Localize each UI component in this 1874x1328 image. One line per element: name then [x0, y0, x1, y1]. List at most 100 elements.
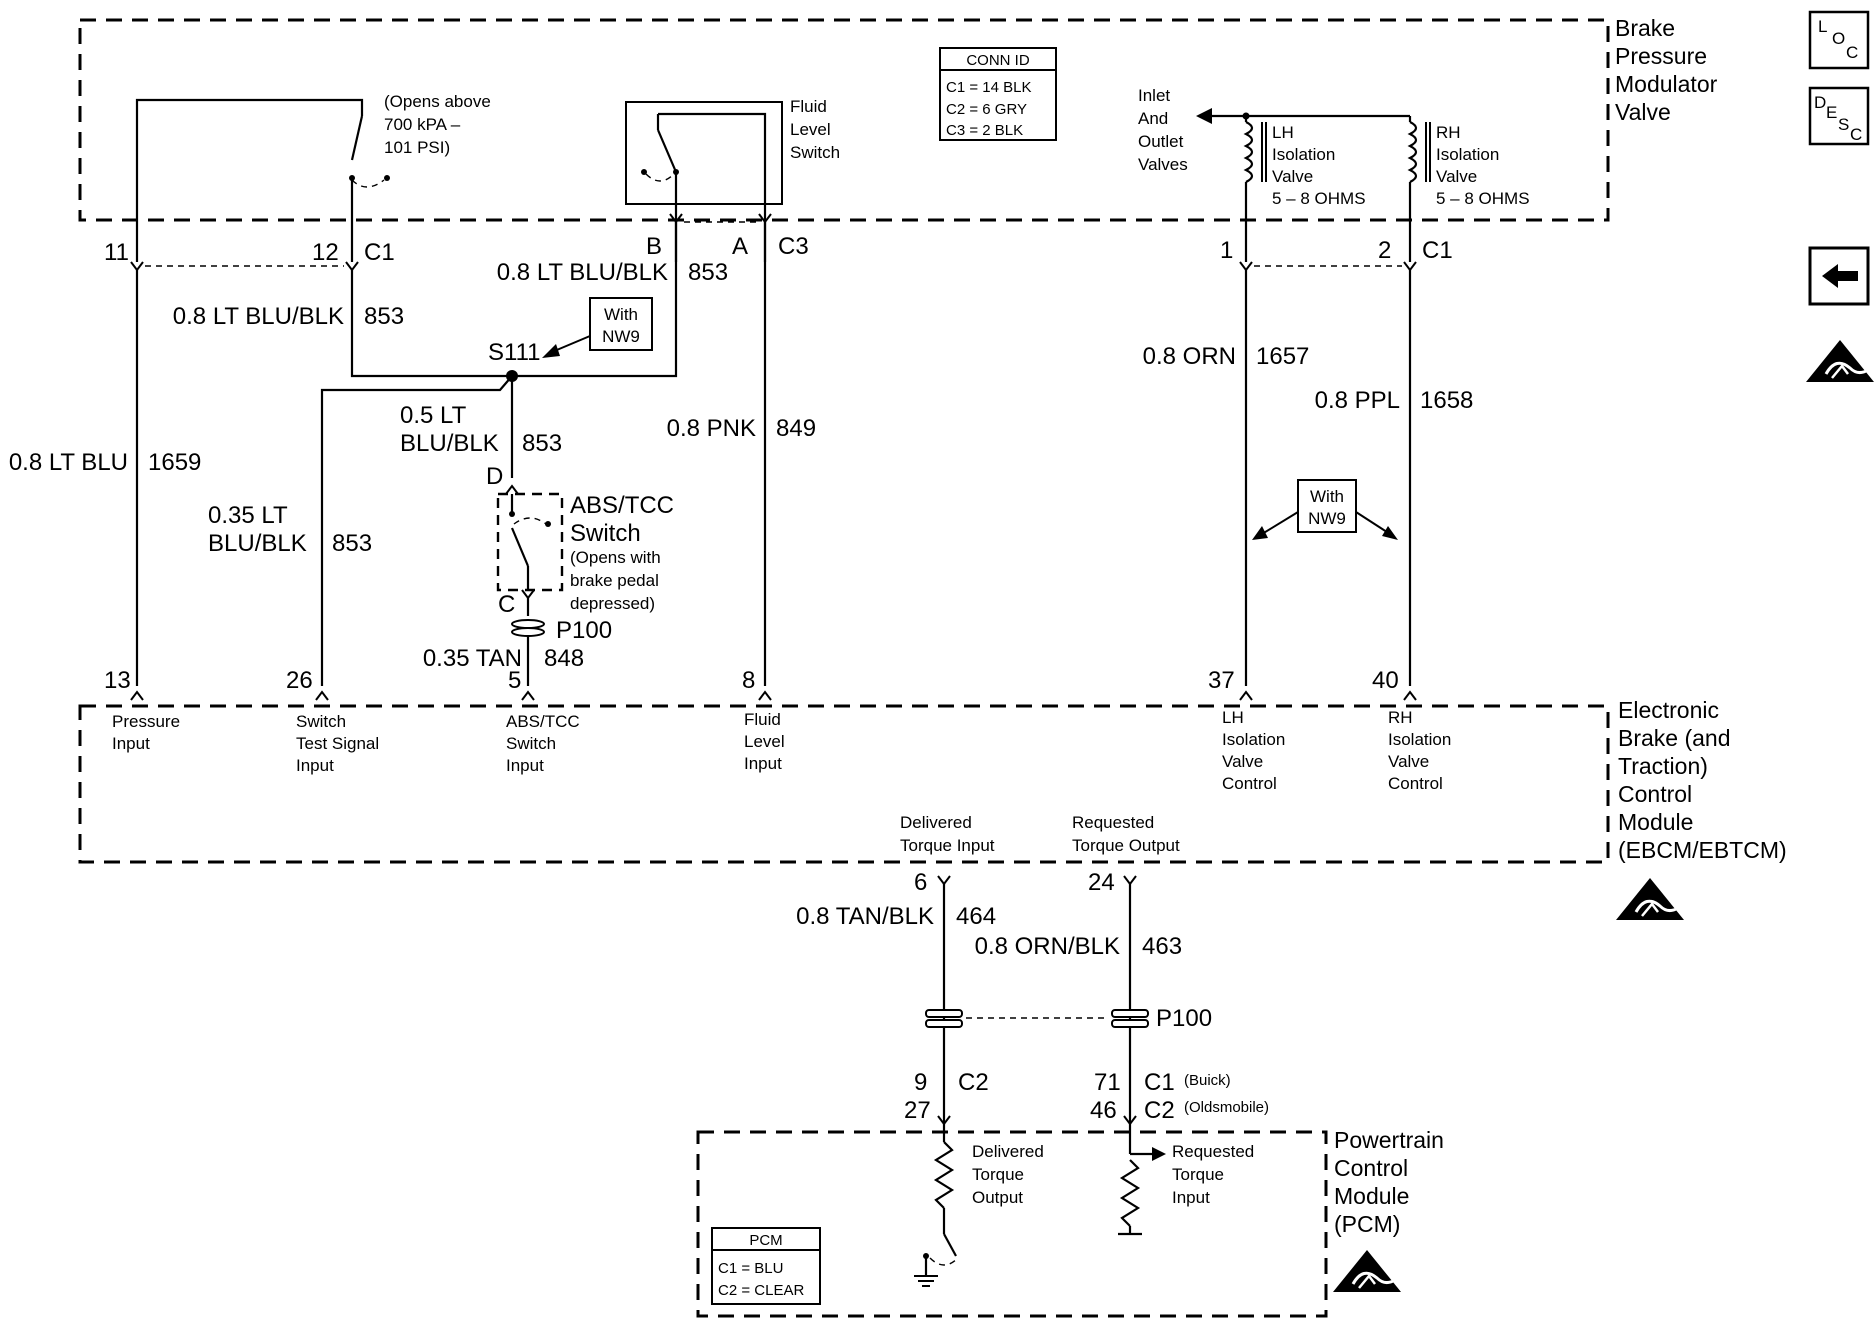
svg-text:26: 26	[286, 667, 313, 694]
svg-text:Outlet: Outlet	[1138, 132, 1184, 151]
p100-lower-label: P100	[1156, 1005, 1212, 1032]
svg-text:Module: Module	[1334, 1183, 1409, 1209]
svg-text:Valves: Valves	[1138, 155, 1188, 174]
top-pin-labels: 11 12 C1 B A C3 1 2 C1	[104, 233, 1453, 266]
svg-text:RH: RH	[1436, 123, 1461, 142]
svg-text:853: 853	[522, 430, 562, 457]
svg-text:(Oldsmobile): (Oldsmobile)	[1184, 1099, 1269, 1116]
svg-text:Input: Input	[744, 754, 782, 773]
svg-text:853: 853	[332, 530, 372, 557]
bpmv-boundary	[78, 18, 1610, 222]
wire-853-from-pressure-switch	[350, 270, 512, 378]
inlet-outlet-valves-label: Inlet And Outlet Valves	[1138, 86, 1188, 174]
svg-text:Valve: Valve	[1436, 167, 1477, 186]
svg-text:853: 853	[364, 303, 404, 330]
wire-1658-label: 0.8 PPL 1658	[1315, 387, 1474, 414]
svg-text:Requested: Requested	[1172, 1142, 1254, 1161]
svg-text:B: B	[646, 233, 662, 260]
svg-text:RH: RH	[1388, 708, 1413, 727]
svg-text:CONN ID: CONN ID	[966, 52, 1030, 69]
wire-1657-label: 0.8 ORN 1657	[1143, 343, 1310, 370]
wire-853-switch-test	[320, 375, 513, 686]
svg-text:depressed): depressed)	[570, 594, 655, 613]
svg-text:Torque Input: Torque Input	[900, 836, 995, 855]
svg-text:Valve: Valve	[1272, 167, 1313, 186]
esd-icon	[1804, 338, 1874, 384]
svg-text:O: O	[1832, 29, 1845, 48]
svg-text:Electronic: Electronic	[1618, 697, 1719, 723]
svg-text:L: L	[1818, 17, 1827, 36]
abs-tcc-switch	[496, 485, 564, 686]
wire-463-label: 0.8 ORN/BLK 463	[975, 933, 1182, 960]
svg-text:0.8 PNK: 0.8 PNK	[667, 415, 756, 442]
svg-text:0.8 ORN: 0.8 ORN	[1143, 343, 1236, 370]
wire-853c-label: 0.5 LT BLU/BLK 853	[400, 402, 562, 457]
ebcm-title: Electronic Brake (and Traction) Control …	[1618, 697, 1787, 863]
svg-text:C2: C2	[1144, 1097, 1175, 1124]
svg-text:C: C	[498, 591, 515, 618]
svg-text:849: 849	[776, 415, 816, 442]
svg-text:5: 5	[508, 667, 521, 694]
rh-isolation-valve	[1246, 114, 1431, 262]
svg-text:Switch: Switch	[790, 143, 840, 162]
svg-text:(PCM): (PCM)	[1334, 1211, 1400, 1237]
svg-text:24: 24	[1088, 869, 1115, 896]
pcm-pin-labels: 9 27 C2 71 46 C1 (Buick) C2 (Oldsmobile)	[904, 1069, 1269, 1124]
svg-text:Requested: Requested	[1072, 813, 1154, 832]
wire-853d-label: 0.35 LT BLU/BLK 853	[208, 502, 372, 557]
svg-text:Delivered: Delivered	[900, 813, 972, 832]
svg-text:6: 6	[914, 869, 927, 896]
loc-icon[interactable]: L O C	[1808, 10, 1870, 70]
svg-text:C1 = BLU: C1 = BLU	[718, 1260, 783, 1277]
wire-1659-label: 0.8 LT BLU 1659	[9, 449, 202, 476]
svg-text:C1: C1	[1144, 1069, 1175, 1096]
svg-text:Level: Level	[790, 120, 831, 139]
ebcm-pin-numbers: 13 26 5 8 37 40	[104, 667, 1399, 694]
svg-text:Fluid: Fluid	[744, 710, 781, 729]
svg-text:C: C	[1850, 125, 1862, 144]
svg-text:Powertrain: Powertrain	[1334, 1127, 1444, 1153]
svg-text:C1: C1	[1422, 237, 1453, 264]
lh-isolation-valve	[1242, 112, 1267, 262]
svg-text:Control: Control	[1222, 774, 1277, 793]
svg-text:13: 13	[104, 667, 131, 694]
back-arrow-icon[interactable]	[1808, 246, 1870, 306]
svg-text:And: And	[1138, 109, 1168, 128]
svg-text:0.35 TAN: 0.35 TAN	[423, 645, 522, 672]
wire-849-label: 0.8 PNK 849	[667, 415, 816, 442]
svg-text:BLU/BLK: BLU/BLK	[208, 530, 307, 557]
svg-text:Input: Input	[506, 756, 544, 775]
svg-text:P100: P100	[556, 617, 612, 644]
svg-text:1657: 1657	[1256, 343, 1309, 370]
wire-464-label: 0.8 TAN/BLK 464	[796, 903, 996, 930]
svg-text:PCM: PCM	[749, 1232, 782, 1249]
svg-text:1659: 1659	[148, 449, 201, 476]
svg-text:Fluid: Fluid	[790, 97, 827, 116]
svg-text:Brake: Brake	[1615, 15, 1675, 41]
svg-text:2: 2	[1378, 237, 1391, 264]
svg-text:C3 = 2 BLK: C3 = 2 BLK	[946, 122, 1023, 139]
desc-icon[interactable]: D E S C	[1808, 86, 1870, 146]
svg-text:Switch: Switch	[570, 520, 641, 547]
svg-text:0.8 LT BLU/BLK: 0.8 LT BLU/BLK	[173, 303, 344, 330]
svg-text:(EBCM/EBTCM): (EBCM/EBTCM)	[1618, 837, 1787, 863]
svg-text:Isolation: Isolation	[1388, 730, 1451, 749]
svg-text:C3: C3	[778, 233, 809, 260]
svg-text:Valve: Valve	[1615, 99, 1671, 125]
svg-text:Torque Output: Torque Output	[1072, 836, 1180, 855]
pcm-requested-torque-input	[1118, 1124, 1166, 1236]
svg-text:Torque: Torque	[1172, 1165, 1224, 1184]
svg-text:Switch: Switch	[506, 734, 556, 753]
svg-text:(Opens above: (Opens above	[384, 92, 491, 111]
svg-text:Pressure: Pressure	[112, 712, 180, 731]
svg-text:12: 12	[312, 239, 339, 266]
wire-853b-label: 0.8 LT BLU/BLK 853	[497, 259, 728, 286]
pcm-id-box: PCM C1 = BLU C2 = CLEAR	[711, 1227, 821, 1305]
pressure-switch	[135, 98, 390, 262]
svg-text:Modulator: Modulator	[1615, 71, 1718, 97]
with-nw9-box-2: With NW9	[1252, 479, 1398, 540]
pressure-switch-note: (Opens above 700 kPA – 101 PSI)	[384, 92, 491, 157]
svg-text:S: S	[1838, 115, 1849, 134]
svg-text:1658: 1658	[1420, 387, 1473, 414]
